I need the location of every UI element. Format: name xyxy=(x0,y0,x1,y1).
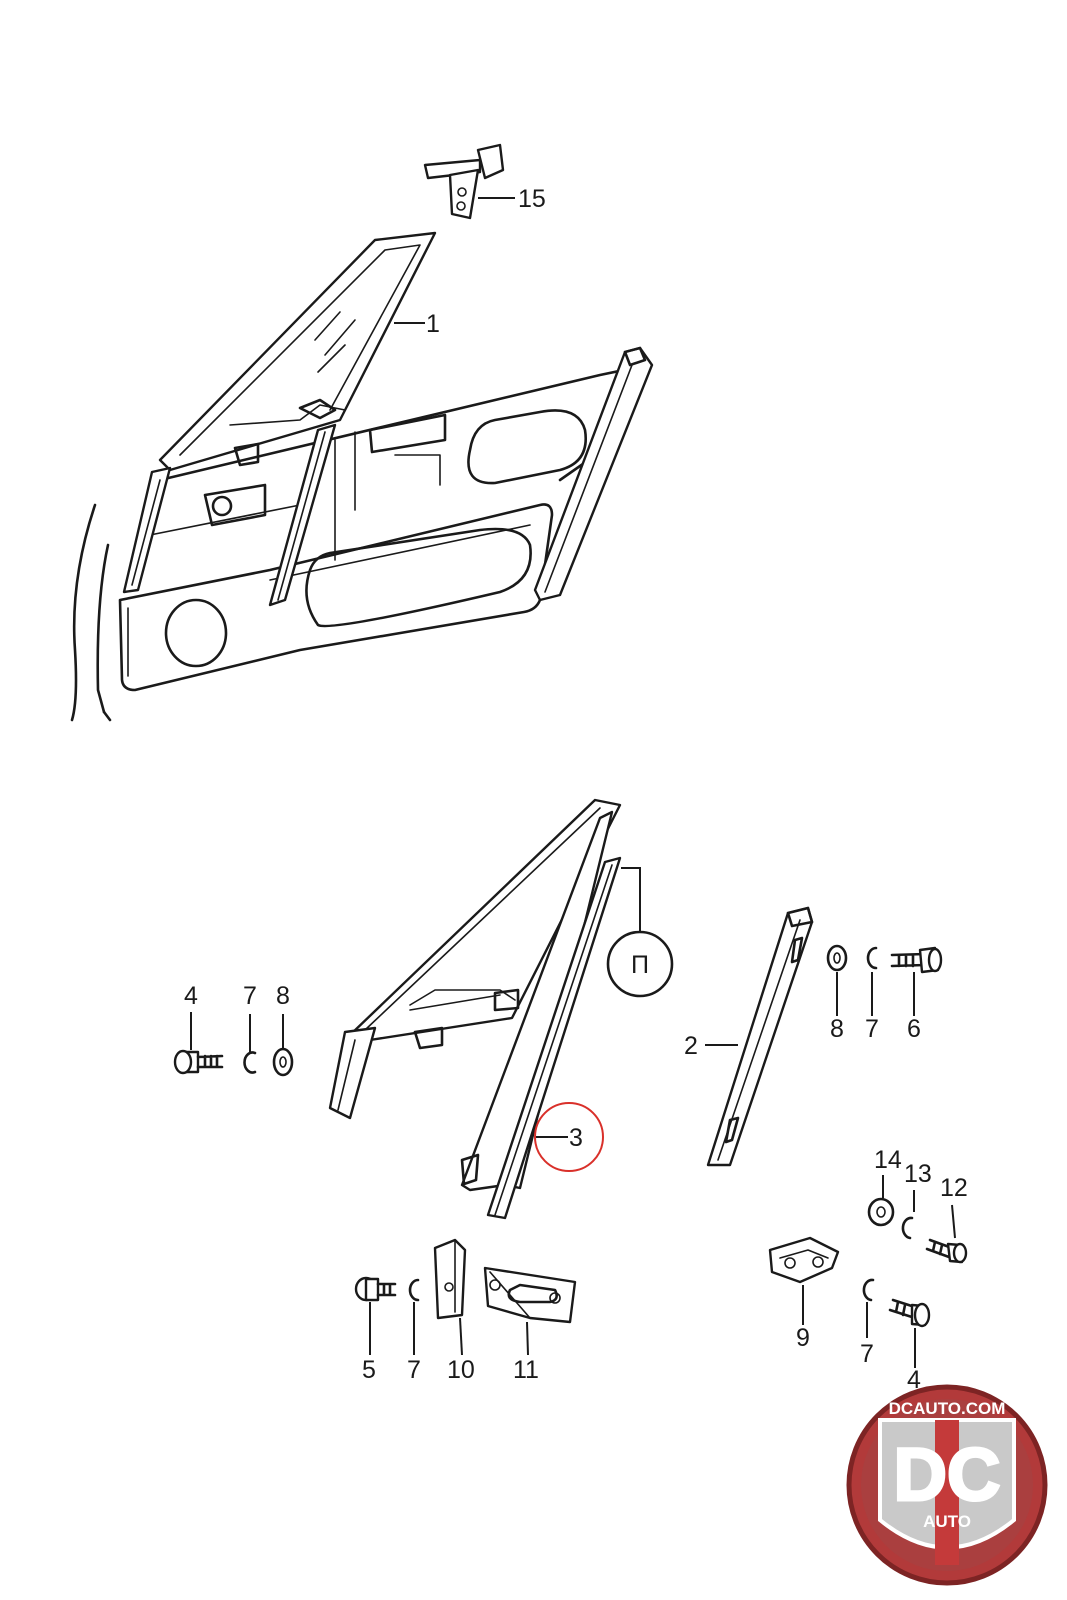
part-15-hinge-bracket xyxy=(423,143,505,220)
callout-10: 10 xyxy=(447,1356,475,1384)
reference-symbol-text: Π xyxy=(631,951,649,979)
callout-14: 14 xyxy=(874,1146,902,1174)
hardware-bottom xyxy=(354,1238,577,1324)
callout-13: 13 xyxy=(904,1160,932,1188)
callout-labels: 1 15 2 3 4 7 8 8 7 6 5 7 10 11 9 7 4 14 … xyxy=(184,185,968,1394)
logo-sub: AUTO xyxy=(923,1512,971,1531)
logo-mark: DC xyxy=(894,1433,1001,1516)
callout-3: 3 xyxy=(569,1124,583,1152)
callout-7: 7 xyxy=(860,1340,874,1368)
part-2-rear-channel xyxy=(706,906,814,1167)
callout-2: 2 xyxy=(684,1032,698,1060)
callout-7: 7 xyxy=(243,982,257,1010)
callout-5: 5 xyxy=(362,1356,376,1384)
callout-7: 7 xyxy=(407,1356,421,1384)
callout-8: 8 xyxy=(830,1015,844,1043)
callout-9: 9 xyxy=(796,1324,810,1352)
callout-4: 4 xyxy=(907,1366,921,1394)
door-assembly xyxy=(70,231,654,722)
reference-symbol: Π xyxy=(606,867,674,998)
hardware-left xyxy=(173,1047,294,1077)
hardware-lower-right xyxy=(768,1197,968,1328)
callout-6: 6 xyxy=(907,1015,921,1043)
highlight-circle xyxy=(534,1102,604,1172)
callout-4: 4 xyxy=(184,982,198,1010)
callout-12: 12 xyxy=(940,1174,968,1202)
callout-7: 7 xyxy=(865,1015,879,1043)
vent-frame-exploded xyxy=(328,798,622,1120)
callout-1: 1 xyxy=(426,310,440,338)
dc-auto-logo: DCAUTO.COM DC AUTO xyxy=(846,1384,1048,1586)
hardware-right xyxy=(826,944,943,974)
leader-lines xyxy=(190,197,956,1368)
callout-11: 11 xyxy=(513,1356,539,1384)
part-3-run-channel xyxy=(460,810,622,1220)
callout-8: 8 xyxy=(276,982,290,1010)
logo-url: DCAUTO.COM xyxy=(889,1399,1006,1418)
callout-15: 15 xyxy=(518,185,546,213)
